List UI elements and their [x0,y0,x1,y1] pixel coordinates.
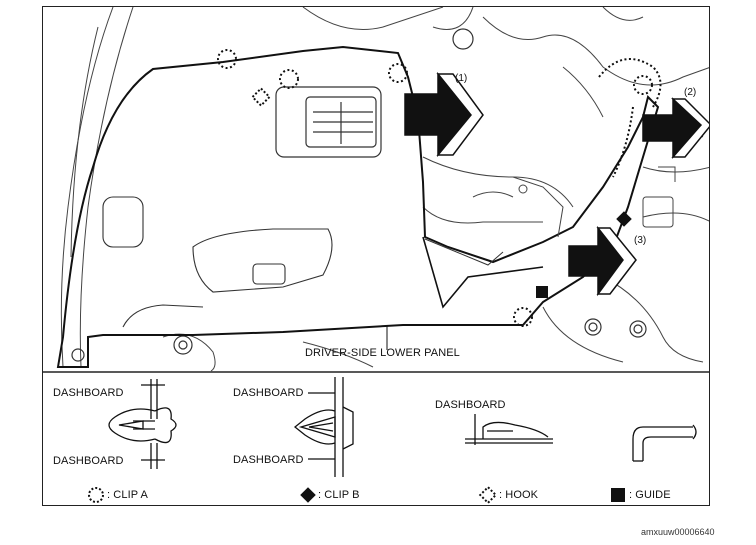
lower-panel-outline [56,45,660,368]
callout-1: (1) [455,73,468,84]
clip-a-marker [633,75,653,95]
guide-square-icon [611,488,625,502]
guide-marker [536,286,548,298]
clip-a-dotted-circle-icon [88,487,104,503]
figure-id: amxuuw00006640 [641,527,715,537]
panel-label: DRIVER-SIDE LOWER PANEL [305,347,460,359]
clip-b-marker [616,211,632,227]
clip-b-diamond-icon [300,487,316,503]
dashboard-illustration [43,7,709,505]
removal-arrow-icon [404,71,484,158]
clip-a-marker [279,69,299,89]
dashboard-label-bottom-center: DASHBOARD [233,454,304,466]
callout-2: (2) [684,87,697,98]
legend-clip-a: : CLIP A [107,489,148,501]
diagram-frame: (1) (2) (3) DRIVER-SIDE LOWER PANEL DASH… [42,6,710,506]
dashboard-label-top-left: DASHBOARD [53,387,124,399]
removal-arrow-icon [568,225,637,297]
callout-3: (3) [634,235,647,246]
legend-hook: : HOOK [499,489,539,501]
removal-arrow-icon [642,97,709,159]
clip-a-marker [388,63,408,83]
legend-guide: : GUIDE [629,489,671,501]
hook-dotted-diamond-icon [478,485,498,505]
legend-clip-b: : CLIP B [318,489,360,501]
hook-marker [251,87,271,107]
dashboard-label-top-center: DASHBOARD [233,387,304,399]
clip-a-marker [513,307,533,327]
clip-a-marker [217,49,237,69]
dashboard-label-hook: DASHBOARD [435,399,506,411]
dashboard-label-bottom-left: DASHBOARD [53,455,124,467]
